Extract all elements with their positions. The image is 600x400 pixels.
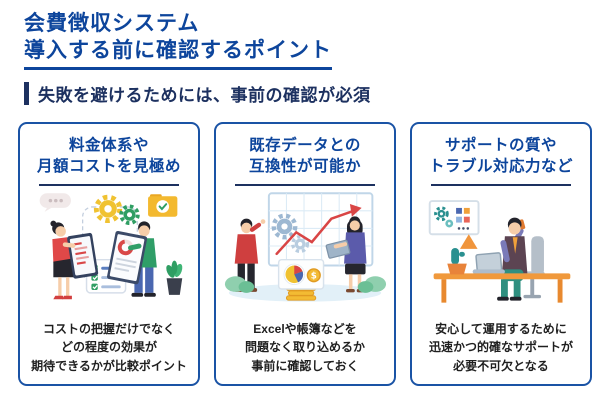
- svg-text:$: $: [311, 271, 317, 281]
- card-pricing-body-line3: 期待できるかが比較ポイント: [31, 358, 187, 373]
- desk: [433, 273, 571, 303]
- card-support-body-line1: 安心して運用するために: [435, 321, 567, 336]
- card-compatibility-divider: [235, 184, 375, 186]
- card-compatibility-body-line2: 問題なく取り込めるか: [244, 340, 365, 354]
- cactus-icon: [447, 247, 467, 275]
- page-title-line2: 導入する前に確認するポイント: [24, 39, 332, 62]
- card-pricing-body-line1: コストの把握だけでなく: [42, 321, 175, 336]
- woman-arm: [62, 242, 76, 248]
- card-support-title-line2: トラブル対応力など: [428, 158, 573, 175]
- speech-bubble-icon: [39, 193, 71, 212]
- page-title-line1: 会費徴収システム: [24, 12, 200, 35]
- page-header: 会費徴収システム 導入する前に確認するポイント 失敗を避けるためには、事前の確認…: [24, 10, 371, 106]
- card-compatibility: 既存データとの 互換性が可能か: [214, 122, 396, 386]
- card-pricing-title-line2: 月額コストを見極め: [36, 158, 181, 175]
- cost-comparison-illustration: [39, 193, 183, 300]
- cards-row: 料金体系や 月額コストを見極め: [18, 122, 592, 386]
- data-compatibility-illustration: $: [224, 192, 387, 302]
- card-compatibility-title-line2: 互換性が可能か: [248, 158, 361, 175]
- card-pricing-title-line1: 料金体系や: [68, 137, 149, 154]
- laptop-icon: [472, 252, 505, 274]
- card-support-body-line2: 迅速かつ的確なサポートが: [428, 340, 573, 354]
- card-compatibility-title: 既存データとの 互換性が可能か: [249, 135, 361, 177]
- subtitle-row: 失敗を避けるためには、事前の確認が必須: [24, 81, 371, 106]
- bushes: [224, 276, 387, 293]
- plant-icon: [166, 260, 183, 295]
- card-pricing-title: 料金体系や 月額コストを見極め: [37, 135, 181, 177]
- card-support-body: 安心して運用するために 迅速かつ的確なサポートが 必要不可欠となる: [429, 320, 573, 376]
- man-figure: [234, 218, 266, 292]
- gears-icon: [93, 194, 140, 226]
- card-support-title: サポートの質や トラブル対応力など: [429, 135, 573, 177]
- page-title: 会費徴収システム 導入する前に確認するポイント: [24, 10, 371, 64]
- woman-figure: [325, 216, 367, 293]
- card-compatibility-body: Excelや帳簿などを 問題なく取り込めるか 事前に確認しておく: [245, 320, 365, 376]
- card-support-body-line3: 必要不可欠となる: [453, 358, 549, 373]
- subtitle-accent-bar: [24, 82, 29, 105]
- folder-check-icon: [148, 194, 178, 217]
- woman-figure: [50, 220, 74, 300]
- card-compatibility-body-line3: 事前に確認しておく: [251, 358, 359, 373]
- title-underline: [24, 67, 332, 70]
- support-person: [494, 217, 528, 301]
- support-desk-illustration: [428, 200, 571, 303]
- page-subtitle: 失敗を避けるためには、事前の確認が必須: [38, 86, 371, 105]
- card-pricing: 料金体系や 月額コストを見極め: [18, 122, 200, 386]
- card-pricing-body-line2: どの程度の効果が: [60, 340, 157, 354]
- card-pricing-body: コストの把握だけでなく どの程度の効果が 期待できるかが比較ポイント: [31, 320, 187, 376]
- whiteboard-icon: [428, 200, 480, 249]
- pie-chart-monitor-icon: $: [277, 258, 325, 290]
- card-pricing-divider: [39, 184, 179, 186]
- man-arm: [128, 243, 142, 251]
- card-support-divider: [431, 184, 571, 186]
- card-support-title-line1: サポートの質や: [444, 137, 557, 154]
- card-compatibility-title-line1: 既存データとの: [249, 137, 361, 154]
- card-support: サポートの質や トラブル対応力など: [410, 122, 592, 386]
- card-compatibility-body-line1: Excelや帳簿などを: [253, 321, 357, 336]
